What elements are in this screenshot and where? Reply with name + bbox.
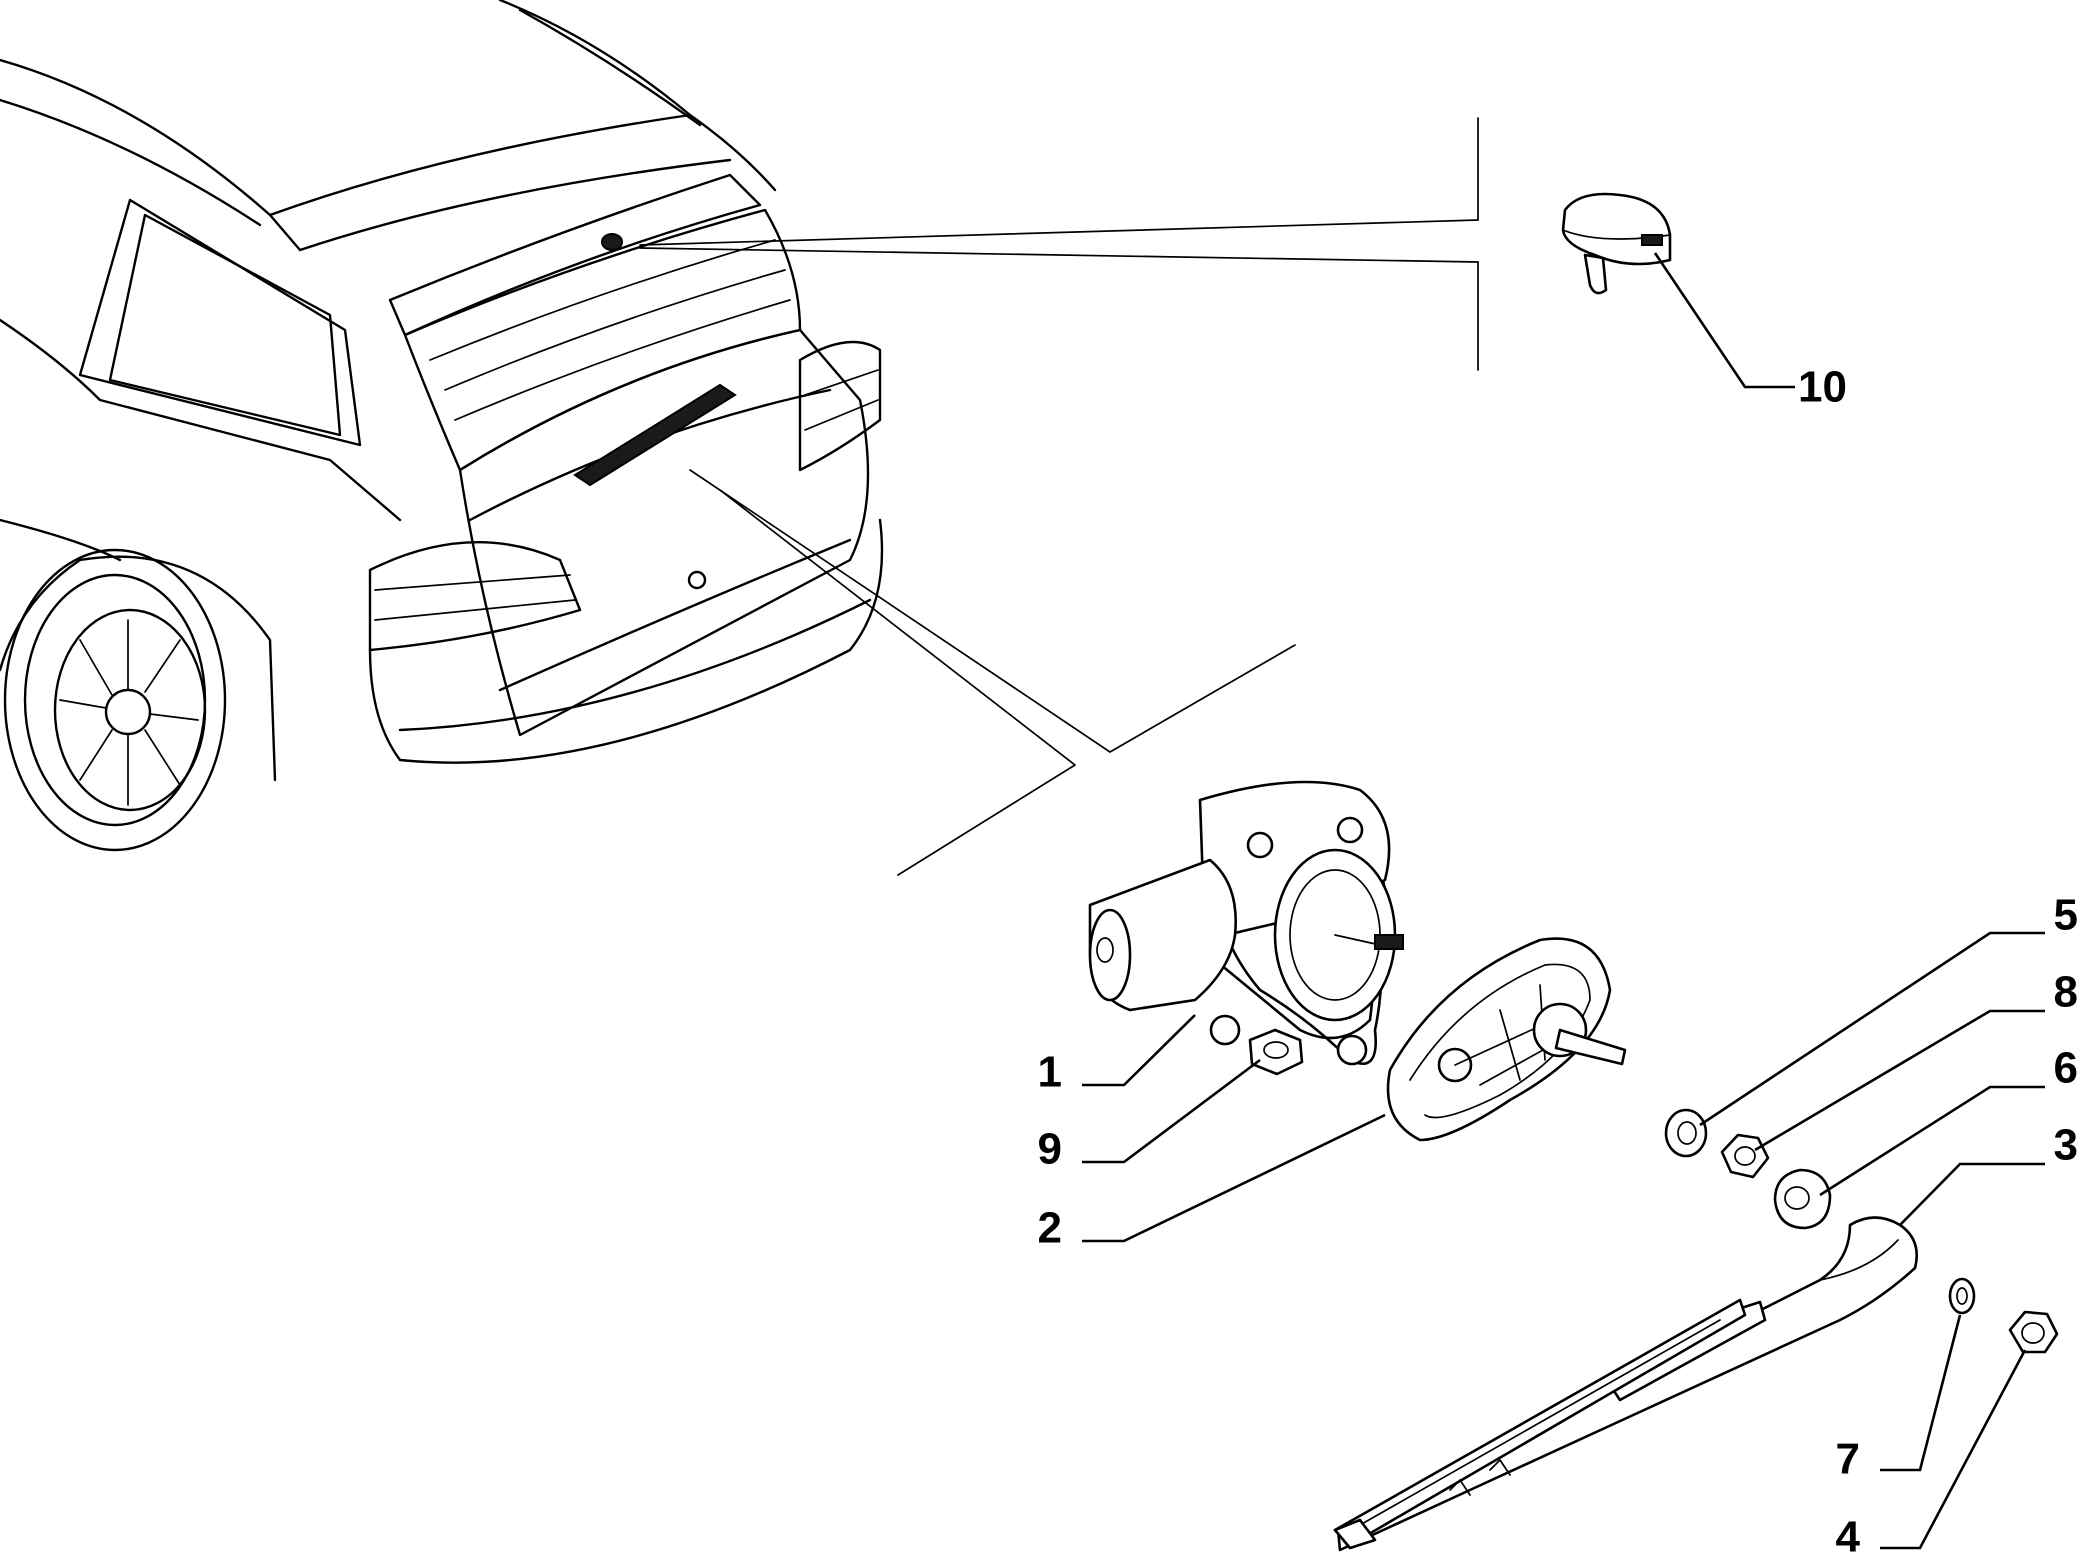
callout-1: 1 bbox=[1038, 1048, 1062, 1097]
washer-5-part bbox=[1664, 1108, 1708, 1158]
flange-nut-4-part bbox=[2008, 1310, 2059, 1354]
callout-leaders bbox=[1082, 252, 2045, 1550]
gear-cover-part bbox=[1386, 937, 1627, 1142]
wiper-motor-part bbox=[1088, 780, 1404, 1066]
callout-4: 4 bbox=[1836, 1513, 1861, 1562]
callout-labels: 10 1 9 2 5 8 6 3 7 4 bbox=[1038, 363, 2078, 1562]
callout-6: 6 bbox=[2054, 1044, 2078, 1093]
callout-5: 5 bbox=[2054, 891, 2078, 940]
cap-nut-6-part bbox=[1773, 1168, 1832, 1230]
callout-3: 3 bbox=[2054, 1121, 2078, 1170]
callout-7: 7 bbox=[1836, 1435, 1860, 1484]
callout-9: 9 bbox=[1038, 1125, 1062, 1174]
car-illustration bbox=[0, 0, 884, 852]
nut-9-part bbox=[1248, 1028, 1304, 1076]
callout-8: 8 bbox=[2054, 968, 2078, 1017]
washer-nozzle-part bbox=[1561, 192, 1672, 295]
washer-7-part bbox=[1948, 1277, 1976, 1315]
callout-2: 2 bbox=[1038, 1204, 1062, 1253]
reference-lines bbox=[639, 117, 1479, 876]
callout-10: 10 bbox=[1798, 363, 1847, 412]
wiper-arm-part bbox=[1333, 1216, 1918, 1552]
hex-nut-8-part bbox=[1720, 1133, 1770, 1179]
